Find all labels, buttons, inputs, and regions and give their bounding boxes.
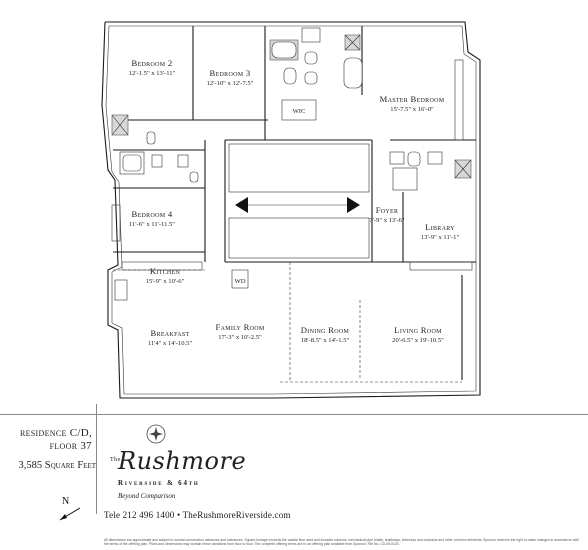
contact-line: Tele 212 496 1400 • TheRushmoreRiverside… [104,510,291,520]
exterior-walls [101,21,481,399]
master-dims: 15'-7.5" x 16'-0" [390,106,434,113]
bedroom4-name: Bedroom 4 [132,209,173,219]
bedroom4-dims: 11'-6" x 11'-11.5" [129,221,175,228]
bathroom-fixtures [111,27,473,301]
north-arrow-icon: N [59,496,81,521]
square-feet: 3,585 Square Feet [18,460,97,471]
disclaimer: All dimensions are approximate and subje… [104,538,579,546]
floor-label: floor 37 [49,440,92,452]
building-core [228,143,370,259]
wic-label: WIC [293,108,306,115]
master-name: Master Bedroom [380,94,445,104]
family-name: Family Room [215,322,264,332]
kitchen-dims: 15'-9" x 10'-6" [146,278,185,285]
living-name: Living Room [394,325,442,335]
wd-label: WD [235,278,246,285]
brand-name: Rushmore [118,447,247,475]
living-dims: 20'-6.5" x 19'-10.5" [392,337,444,344]
brand-the: The [110,457,121,463]
kitchen-name: Kitchen [150,266,181,276]
bedroom3-name: Bedroom 3 [210,68,251,78]
north-label: N [62,496,69,507]
residence-label: residence C/D, [19,427,92,439]
bedroom3-dims: 12'-10" x 12'-7.5" [207,80,254,87]
floor-plan: Bedroom 2 12'-1.5" x 13'-11" Bedroom 3 1… [101,21,481,399]
arrow-left-icon [235,197,248,213]
section-divider [0,414,588,415]
foyer-name: Foyer [376,205,399,215]
library-dims: 13'-9" x 11'-1" [421,234,460,241]
vertical-divider [96,404,97,514]
foyer-dims: 7'-9" x 13'-6" [369,217,405,224]
dining-dims: 18'-8.5" x 14'-1.5" [301,337,350,344]
arrow-right-icon [347,197,360,213]
breakfast-name: Breakfast [151,328,190,338]
dining-name: Dining Room [301,325,350,335]
bedroom2-name: Bedroom 2 [132,58,173,68]
brand-tagline: Beyond Comparison [118,492,176,500]
breakfast-dims: 11'4" x 14'-10.5" [148,340,193,347]
brand-subtitle: Riverside & 64th [118,479,200,487]
bedroom2-dims: 12'-1.5" x 13'-11" [129,70,176,77]
brand-crest-icon [146,424,166,444]
library-name: Library [425,222,455,232]
family-dims: 17'-3" x 10'-2.5" [218,334,262,341]
